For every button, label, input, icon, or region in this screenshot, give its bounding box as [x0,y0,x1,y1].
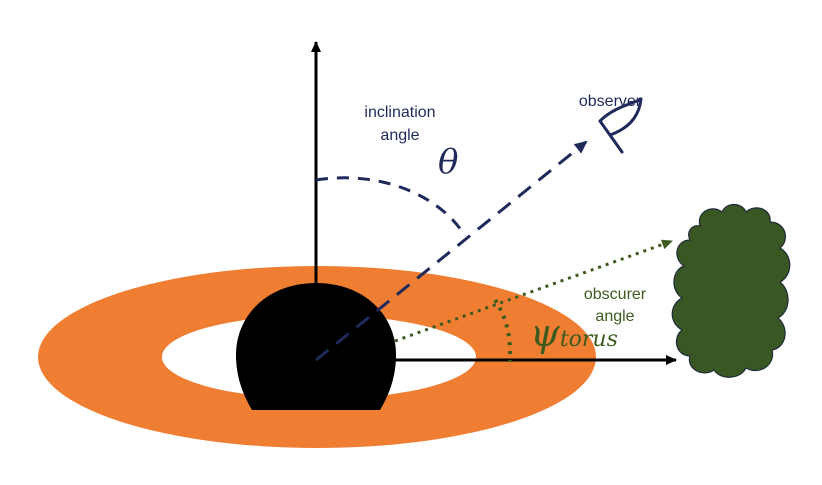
psi-torus-symbol: ψtorus [530,314,618,352]
psi-subscript: torus [559,327,618,352]
observer-sightline [315,140,588,362]
inclination-label-line1: inclination [364,104,436,121]
obscurer-sightline [394,239,673,343]
inclination-arc [315,176,467,237]
psi-symbol: ψ [530,311,560,355]
theta-symbol: θ [438,142,459,182]
observer-label: observer [578,93,642,110]
inclination-label-line2: angle [380,127,420,144]
obscurer-label-line1: obscurer [583,286,647,303]
eye-icon [598,97,643,154]
cloud-icon [671,203,791,378]
torus-ring [38,266,596,448]
black-hole [236,283,396,410]
obscurer-label-line2: angle [595,308,635,325]
